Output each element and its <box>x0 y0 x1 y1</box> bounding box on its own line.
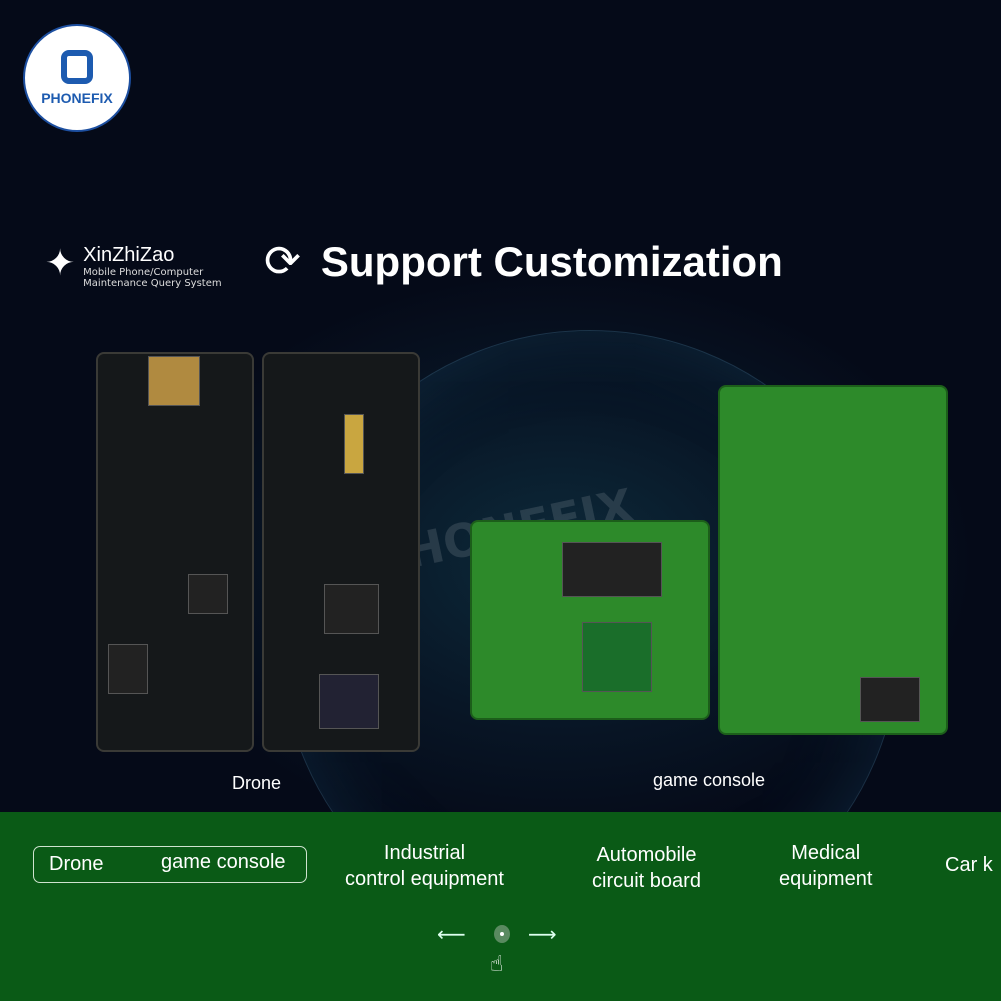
label-line2: equipment <box>779 868 873 890</box>
arrow-right-icon[interactable]: ⟶ <box>528 922 557 946</box>
arrow-left-icon[interactable]: ⟵ <box>437 922 466 946</box>
category-game-console[interactable]: game console <box>161 851 286 873</box>
slider-dot[interactable] <box>494 925 510 943</box>
phonefix-logo: PHONEFIX <box>23 24 131 132</box>
drone-board-right <box>262 352 420 752</box>
selected-category[interactable] <box>33 846 307 883</box>
label-line2: control equipment <box>345 868 504 890</box>
brand-name: XinZhiZao <box>83 244 175 266</box>
category-bar <box>0 812 1001 1001</box>
category-automobile[interactable]: Automobile circuit board <box>592 842 701 894</box>
label-line2: circuit board <box>592 870 701 892</box>
label-line1: Automobile <box>596 844 697 866</box>
logo-text: PHONEFIX <box>41 90 113 106</box>
drone-board-left <box>96 352 254 752</box>
brand-subtitle-1: Mobile Phone/Computer <box>83 267 204 278</box>
label-line1: Industrial <box>383 842 466 864</box>
hand-pointer-icon: ☝ <box>490 952 504 977</box>
wrench-phone-icon <box>61 50 93 84</box>
console-board-left <box>470 520 710 720</box>
label-line1: Medical <box>791 842 861 864</box>
caption-game-console: game console <box>653 770 766 790</box>
brand-subtitle-2: Maintenance Query System <box>83 278 222 289</box>
xinzhizao-brand: ✦ XinZhiZao Mobile Phone/Computer Mainte… <box>45 243 222 290</box>
category-industrial[interactable]: Industrial control equipment <box>345 840 504 892</box>
console-board-right <box>718 385 948 735</box>
caption-drone: Drone <box>232 773 282 793</box>
category-drone[interactable]: Drone <box>49 853 104 875</box>
gear-cycle-icon: ⟳ <box>264 236 301 287</box>
category-car[interactable]: Car k <box>945 854 993 876</box>
page-title: Support Customization <box>320 237 783 285</box>
compass-star-icon: ✦ <box>45 243 76 284</box>
category-medical[interactable]: Medical equipment <box>779 840 872 892</box>
